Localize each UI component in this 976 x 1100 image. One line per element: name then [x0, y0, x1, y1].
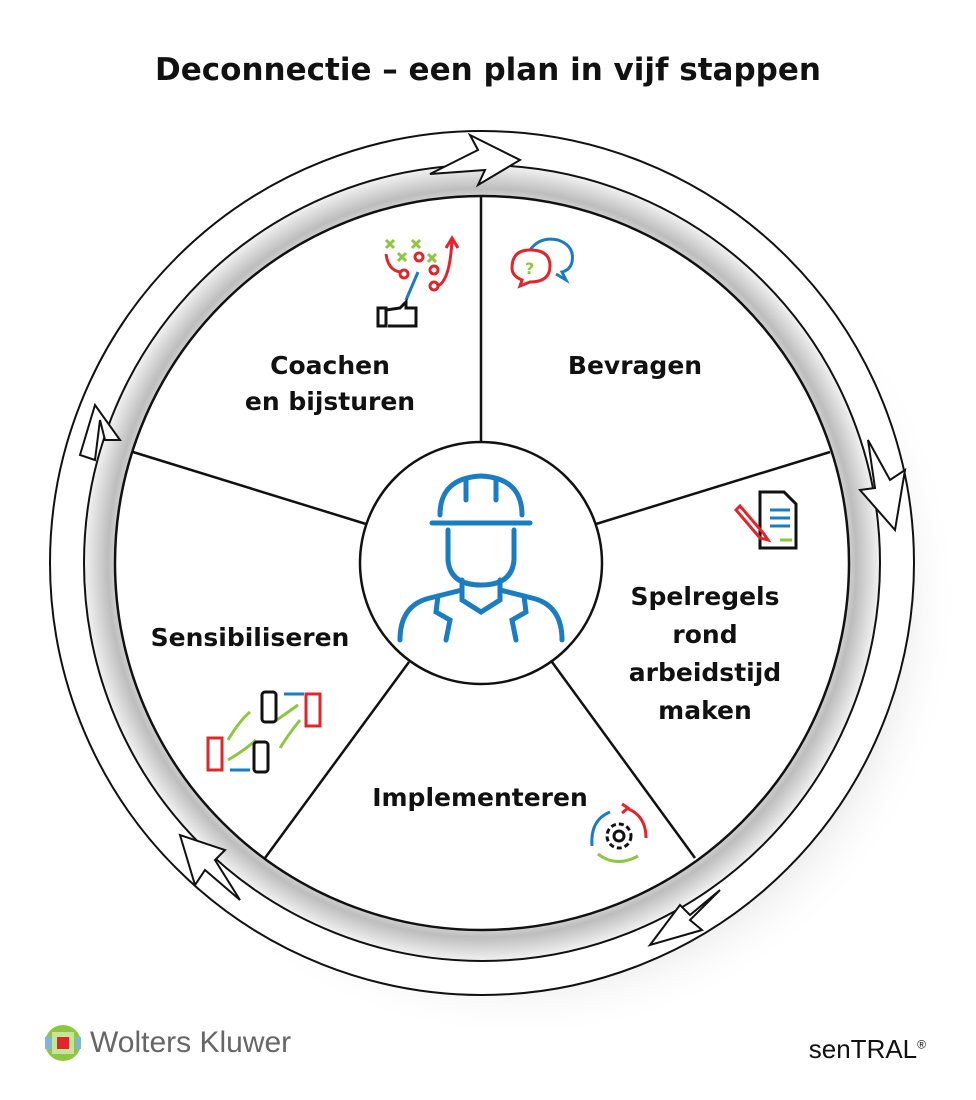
label-line: Implementeren: [372, 783, 588, 812]
label-line: Spelregels: [630, 582, 780, 611]
segment-dividers: [132, 196, 831, 859]
document-pen-icon: [733, 490, 798, 550]
step-implementeren-label: Implementeren: [350, 780, 610, 816]
label-line: Coachen: [270, 351, 390, 380]
step-bevragen-label: Bevragen: [545, 348, 725, 384]
worker-hardhat-icon: [397, 473, 565, 643]
step-sensibiliseren-label: Sensibiliseren: [135, 620, 365, 656]
sentral-logo: senTRAL®: [809, 1034, 926, 1065]
label-line: rond: [672, 620, 738, 649]
step-coachen-label: Coachen en bijsturen: [230, 348, 430, 420]
sentral-text: senTRAL: [808, 1034, 918, 1064]
registered-mark: ®: [917, 1037, 926, 1052]
arrow-heads: [78, 132, 907, 947]
label-line: Bevragen: [567, 351, 703, 380]
label-line: en bijsturen: [244, 387, 416, 416]
label-line: maken: [658, 696, 752, 725]
playbook-thumbs-up-icon: [376, 235, 460, 328]
svg-text:?: ?: [525, 259, 534, 278]
gear-cycle-icon: [590, 802, 648, 863]
center-circle: [358, 440, 604, 686]
page-title: Deconnectie – een plan in vijf stappen: [155, 52, 821, 88]
label-line: arbeidstijd: [628, 658, 782, 687]
wolters-kluwer-globe-icon: [45, 1025, 81, 1061]
question-chat-bubbles-icon: ?: [510, 237, 574, 289]
handshake-phones-icon: [206, 690, 322, 774]
label-line: Sensibiliseren: [150, 623, 350, 652]
wolters-kluwer-text: Wolters Kluwer: [90, 1026, 292, 1059]
step-spelregels-label: Spelregels rond arbeidstijd maken: [605, 578, 805, 730]
wolters-kluwer-logo: Wolters Kluwer: [44, 1024, 291, 1062]
